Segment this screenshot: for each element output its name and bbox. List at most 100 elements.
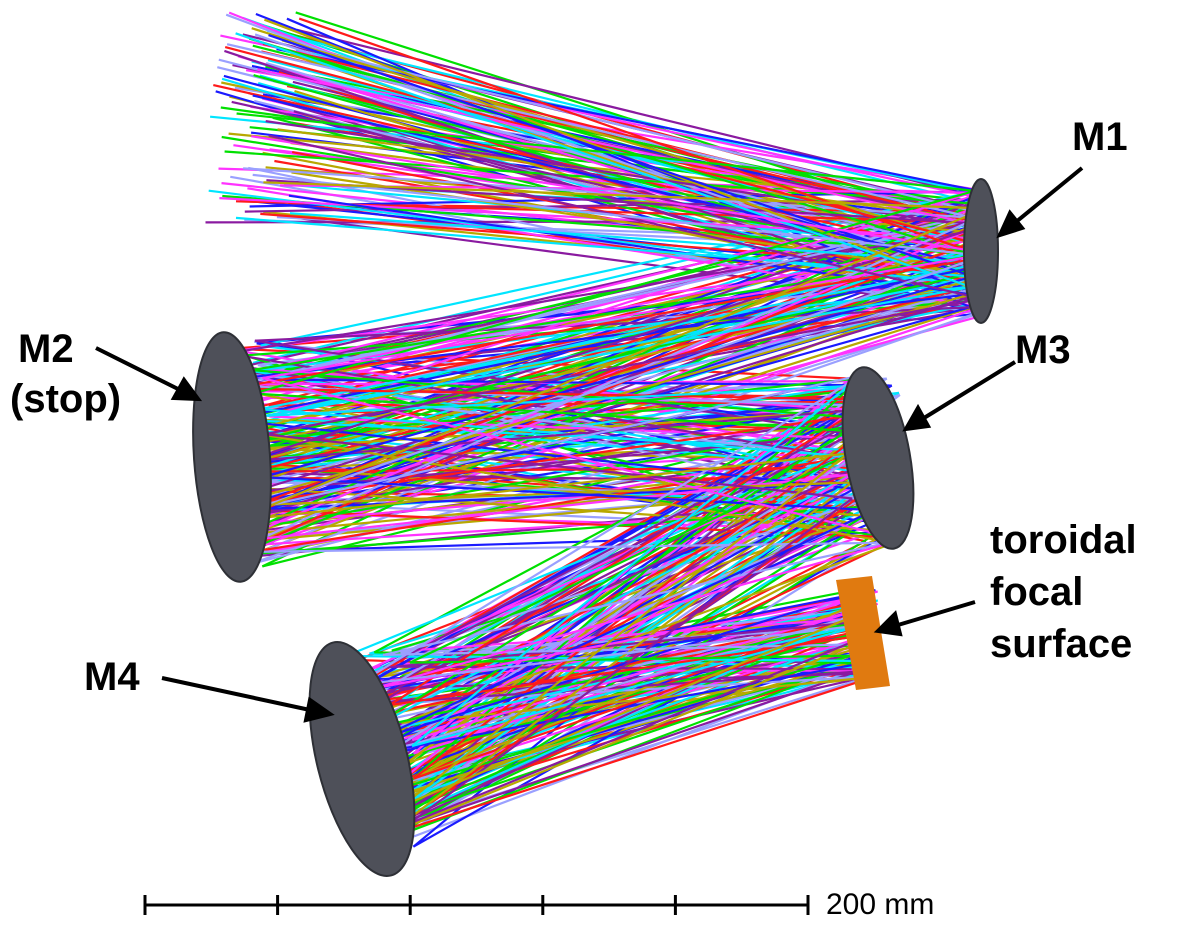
light-ray	[395, 665, 852, 671]
light-ray	[234, 189, 983, 559]
light-ray	[268, 34, 973, 278]
light-ray	[235, 32, 972, 289]
light-ray	[230, 541, 888, 554]
light-ray	[411, 621, 873, 748]
light-ray	[257, 68, 981, 227]
light-ray	[231, 387, 875, 401]
light-ray	[373, 509, 875, 742]
light-ray	[230, 217, 978, 554]
scale-bar-label: 200 mm	[826, 888, 934, 921]
mirror-m1	[963, 178, 999, 324]
light-ray	[394, 433, 853, 668]
label-focal-line2: focal	[990, 570, 1083, 614]
light-ray	[411, 385, 849, 747]
label-m4: M4	[84, 655, 140, 699]
light-ray	[237, 469, 894, 527]
light-ray	[281, 39, 978, 246]
light-ray	[411, 473, 853, 741]
label-m2: M2	[18, 327, 74, 371]
scale-bar	[143, 895, 810, 915]
light-ray	[413, 621, 864, 780]
light-ray	[232, 207, 986, 523]
light-ray	[368, 417, 869, 730]
light-ray	[241, 223, 988, 463]
label-m2-stop: (stop)	[10, 377, 121, 421]
light-ray	[268, 385, 848, 417]
mirror-m2-stop	[192, 331, 272, 583]
mirror-m4	[308, 641, 416, 877]
light-ray	[262, 377, 902, 541]
light-ray	[356, 622, 875, 687]
light-ray	[391, 610, 868, 752]
arrow-m3	[902, 360, 1017, 432]
light-ray	[357, 670, 857, 844]
light-ray	[352, 613, 854, 696]
light-ray	[231, 255, 987, 390]
light-ray	[366, 614, 856, 835]
light-ray	[252, 94, 978, 268]
scale-bar-ticks	[143, 895, 810, 915]
toroidal-focal-surface	[836, 576, 890, 690]
light-ray	[383, 619, 869, 669]
light-ray	[352, 622, 865, 740]
light-ray	[368, 618, 867, 730]
light-ray	[382, 406, 882, 669]
light-ray	[402, 452, 849, 807]
ray-bundle	[205, 11, 990, 851]
light-ray	[228, 265, 978, 421]
light-ray	[387, 643, 856, 836]
light-ray	[208, 189, 977, 287]
light-ray	[289, 212, 981, 265]
light-ray	[259, 374, 862, 509]
light-ray	[408, 497, 853, 825]
light-ray	[357, 404, 855, 707]
light-ray	[259, 262, 981, 411]
light-ray	[233, 452, 848, 523]
label-m1: M1	[1072, 115, 1128, 159]
light-ray	[262, 476, 875, 512]
light-ray	[355, 374, 862, 687]
light-ray	[268, 285, 972, 417]
arrow-m1	[996, 166, 1084, 239]
light-ray	[265, 408, 893, 503]
light-ray	[383, 676, 871, 838]
light-ray	[231, 247, 972, 479]
light-ray	[402, 616, 852, 807]
light-ray	[233, 378, 892, 387]
light-ray	[388, 398, 875, 707]
light-ray	[255, 406, 893, 435]
light-ray	[254, 305, 986, 342]
light-ray	[257, 485, 867, 542]
light-ray	[374, 590, 862, 742]
label-focal-line3: surface	[990, 622, 1132, 666]
light-ray	[233, 450, 888, 556]
light-ray	[250, 254, 976, 372]
arrow-focal	[873, 600, 976, 637]
light-ray	[239, 217, 979, 386]
light-ray	[252, 371, 847, 413]
light-ray	[262, 252, 990, 380]
label-focal-line1: toroidal	[990, 518, 1137, 562]
light-ray	[253, 392, 893, 435]
light-ray	[295, 44, 982, 215]
light-ray	[408, 635, 866, 825]
light-ray	[260, 190, 973, 347]
light-ray	[246, 393, 901, 567]
mirror-m3	[841, 366, 915, 550]
label-m3: M3	[1015, 328, 1071, 372]
light-ray	[252, 173, 984, 257]
light-ray	[264, 433, 853, 500]
light-ray	[245, 430, 895, 544]
arrow-m2	[95, 346, 203, 402]
light-ray	[382, 643, 855, 656]
light-ray	[264, 297, 983, 436]
light-ray	[372, 538, 902, 690]
light-ray	[401, 677, 855, 724]
light-ray	[263, 181, 986, 210]
light-ray	[259, 254, 984, 509]
label-arrows	[95, 166, 1084, 723]
light-ray	[298, 17, 987, 258]
light-ray	[224, 46, 973, 244]
